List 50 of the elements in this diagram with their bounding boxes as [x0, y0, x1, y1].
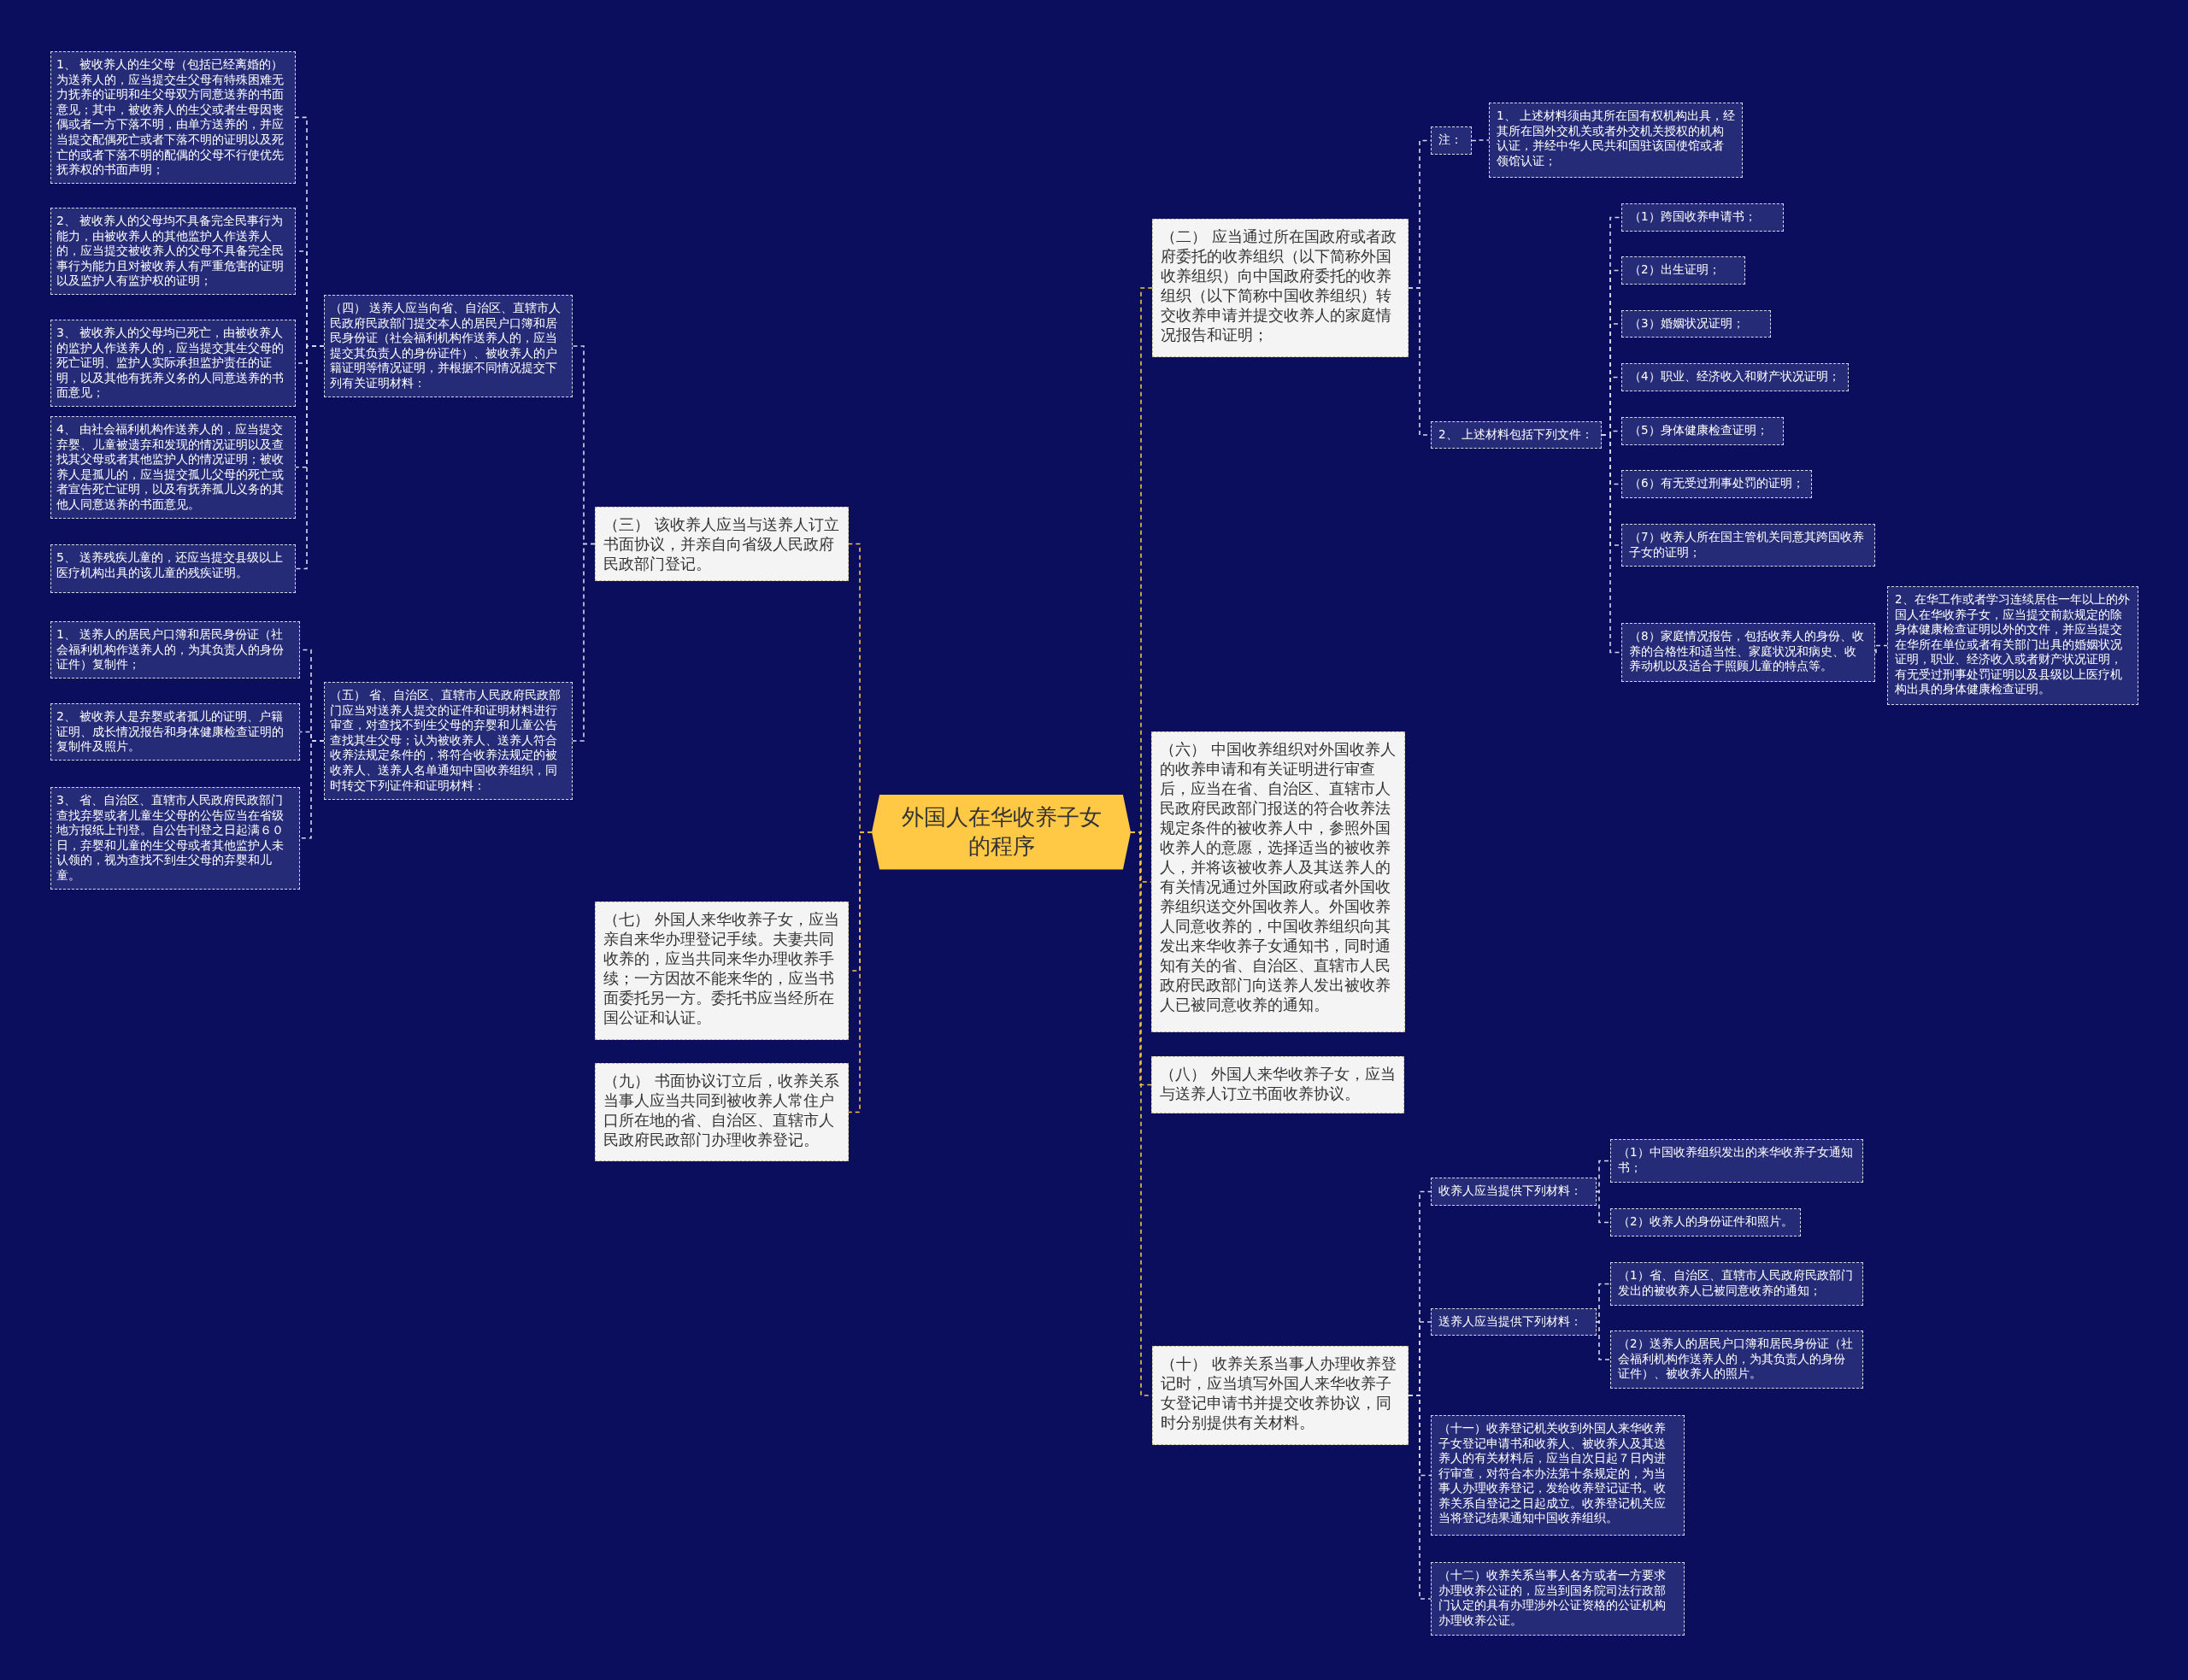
subtopic-box: （2）出生证明； — [1621, 256, 1745, 285]
subtopic-box: （2）收养人的身份证件和照片。 — [1610, 1208, 1801, 1237]
subtopic-box: （1）跨国收养申请书； — [1621, 203, 1784, 232]
connector-line — [572, 543, 596, 742]
subtopic-box: 3、 被收养人的父母均已死亡，由被收养人的监护人作送养人的，应当提交其生父母的死亡证明、监护人实际承担监护责任的证明，以及其他有抚养义务的人同意送养的书面意见； — [50, 320, 296, 407]
topic-box: （二） 应当通过所在国政府或者政府委托的收养组织（以下简称外国收养组织）向中国政府委托的收养组织（以下简称中国收养组织）转交收养申请并提交收养人的家庭情况报告和证明； — [1152, 219, 1409, 357]
connector-line — [295, 345, 325, 570]
subtopic-box: （8）家庭情况报告，包括收养人的身份、收养的合格性和适当性、家庭状况和病史、收养动机以及适合于照顾儿童的特点等。 — [1621, 623, 1875, 682]
subtopic-box: 1、 被收养人的生父母（包括已经离婚的）为送养人的，应当提交生父母有特殊困难无力抚养的证明和生父母双方同意送养的书面意见；其中，被收养人的生父或者生母因丧偶或者一方下落不明，由单方送养的，并应当提交配偶死亡或者下落不明的证明以及死亡的或者下落不明的配偶的父母不行使优先抚养权的书面声明； — [50, 51, 296, 184]
connector-line — [1596, 1190, 1611, 1224]
central-topic-hexagon: 外国人在华收养子女的程序 — [872, 795, 1131, 870]
subtopic-box: （五） 省、自治区、直辖市人民政府民政部门应当对送养人提交的证件和证明材料进行审查，对查找不到生父母的弃婴和儿童公告查找其生父母；认为被收养人、送养人符合收养法规定条件的，将符合收养法规定的被收养人、送养人名单通知中国收养组织，同时转交下列证件和证明材料： — [324, 682, 573, 800]
subtopic-box: （1）省、自治区、直辖市人民政府民政部门发出的被收养人已被同意收养的通知； — [1610, 1262, 1863, 1306]
connector-line — [1601, 434, 1622, 654]
connector-line — [1408, 1395, 1432, 1600]
subtopic-box: （7）收养人所在国主管机关同意其跨国收养子女的证明； — [1621, 524, 1875, 567]
subtopic-box: 1、 上述材料须由其所在国有权机构出具，经其所在国外交机关或者外交机关授权的机构认证，并经中华人民共和国驻该国使馆或者领馆认证； — [1489, 103, 1743, 178]
subtopic-box: （1）中国收养组织发出的来华收养子女通知书； — [1610, 1139, 1863, 1183]
topic-box: （三） 该收养人应当与送养人订立书面协议，并亲自向省级人民政府民政部门登记。 — [595, 507, 849, 581]
topic-box: （七） 外国人来华收养子女，应当亲自来华办理登记手续。夫妻共同收养的，应当共同来华办理收养手续；一方因故不能来华的，应当书面委托另一方。委托书应当经所在国公证和认证。 — [595, 902, 849, 1040]
subtopic-box: 3、 省、自治区、直辖市人民政府民政部门查找弃婴或者儿童生父母的公告应当在省级地方报纸上刊登。自公告刊登之日起满６０日，弃婴和儿童的生父母或者其他监护人未认领的，视为查找不到生父母的弃婴和儿童。 — [50, 787, 300, 890]
connector-line — [1471, 139, 1490, 142]
subtopic-box: 2、 被收养人是弃婴或者孤儿的证明、户籍证明、成长情况报告和身体健康检查证明的复制件及照片。 — [50, 703, 300, 761]
connector-line — [299, 740, 325, 839]
topic-box: （九） 书面协议订立后，收养关系当事人应当共同到被收养人常住户口所在地的省、自治区、直辖市人民政府民政部门办理收养登记。 — [595, 1063, 849, 1161]
subtopic-box: （6）有无受过刑事处罚的证明； — [1621, 470, 1812, 498]
connector-line — [848, 831, 873, 1113]
topic-box: （六） 中国收养组织对外国收养人的收养申请和有关证明进行审查后，应当在省、自治区、直辖市人民政府民政部门报送的符合收养法规定条件的被收养人中，参照外国收养人的意愿，选择适当的被收养人，并将该被收养人及其送养人的有关情况通过外国政府或者外国收养组织送交外国收养人。外国收养人同意收养的，中国收养组织向其发出来华收养子女通知书，同时通知有关的省、自治区、直辖市人民政府民政部门向送养人发出被收养人已被同意收养的通知。 — [1151, 731, 1405, 1032]
subtopic-box: （4）职业、经济收入和财产状况证明； — [1621, 363, 1849, 391]
subtopic-box: （2）送养人的居民户口簿和居民身份证（社会福利机构作送养人的，为其负责人的身份证件）、被收养人的照片。 — [1610, 1330, 1863, 1389]
subtopic-box: 5、 送养残疾儿童的，还应当提交县级以上医疗机构出具的该儿童的残疾证明。 — [50, 544, 296, 593]
subtopic-box: （5）身体健康检查证明； — [1621, 417, 1784, 445]
connector-line — [1596, 1321, 1611, 1360]
subtopic-box: 送养人应当提供下列材料： — [1431, 1308, 1597, 1336]
connector-line — [1596, 1283, 1611, 1323]
connector-line — [1874, 644, 1888, 654]
topic-box: （八） 外国人来华收养子女，应当与送养人订立书面收养协议。 — [1151, 1056, 1404, 1113]
subtopic-box: 注： — [1431, 126, 1472, 155]
subtopic-box: （十二）收养关系当事人各方或者一方要求办理收养公证的，应当到国务院司法行政部门认定的具有办理涉外公证资格的公证机构办理收养公证。 — [1431, 1562, 1685, 1636]
subtopic-box: 4、 由社会福利机构作送养人的，应当提交弃婴、儿童被遗弃和发现的情况证明以及查找其父母或者其他监护人的情况证明；被收养人是孤儿的，应当提交孤儿父母的死亡或者宣告死亡证明，以及有抚养孤儿义务的其他人同意送养的书面意见。 — [50, 416, 296, 519]
topic-box: （十） 收养关系当事人办理收养登记时，应当填写外国人来华收养子女登记申请书并提交收养协议，同时分别提供有关材料。 — [1152, 1346, 1409, 1445]
subtopic-box: 收养人应当提供下列材料： — [1431, 1178, 1597, 1206]
subtopic-box: （四） 送养人应当向省、自治区、直辖市人民政府民政部门提交本人的居民户口簿和居民身份证（社会福利机构作送养人的，应当提交其负责人的身份证件）、被收养人的户籍证明等情况证明，并根据不同情况提交下列有关证明材料： — [324, 295, 573, 397]
subtopic-box: （3）婚姻状况证明； — [1621, 310, 1771, 338]
subtopic-box: 2、在华工作或者学习连续居住一年以上的外国人在华收养子女，应当提交前款规定的除身体健康检查证明以外的文件，并应当提交在华所在单位或者有关部门出具的婚姻状况证明，职业、经济收入或者财产状况证明，有无受过刑事处罚证明以及县级以上医疗机构出具的身体健康检查证明。 — [1887, 586, 2138, 705]
connector-line — [1596, 1160, 1611, 1193]
subtopic-box: 1、 送养人的居民户口簿和居民身份证（社会福利机构作送养人的，为其负责人的身份证件）复制件； — [50, 621, 300, 678]
subtopic-box: （十一）收养登记机关收到外国人来华收养子女登记申请书和收养人、被收养人及其送养人的有关材料后，应当自次日起７日内进行审查，对符合本办法第十条规定的，为当事人办理收养登记，发给收养登记证书。收养关系自登记之日起成立。收养登记机关应当将登记结果通知中国收养组织。 — [1431, 1415, 1685, 1536]
subtopic-box: 2、 被收养人的父母均不具备完全民事行为能力，由被收养人的其他监护人作送养人的，应当提交被收养人的父母不具备完全民事行为能力且对被收养人有严重危害的证明以及监护人有监护权的证明； — [50, 208, 296, 295]
subtopic-box: 2、 上述材料包括下列文件： — [1431, 421, 1602, 449]
